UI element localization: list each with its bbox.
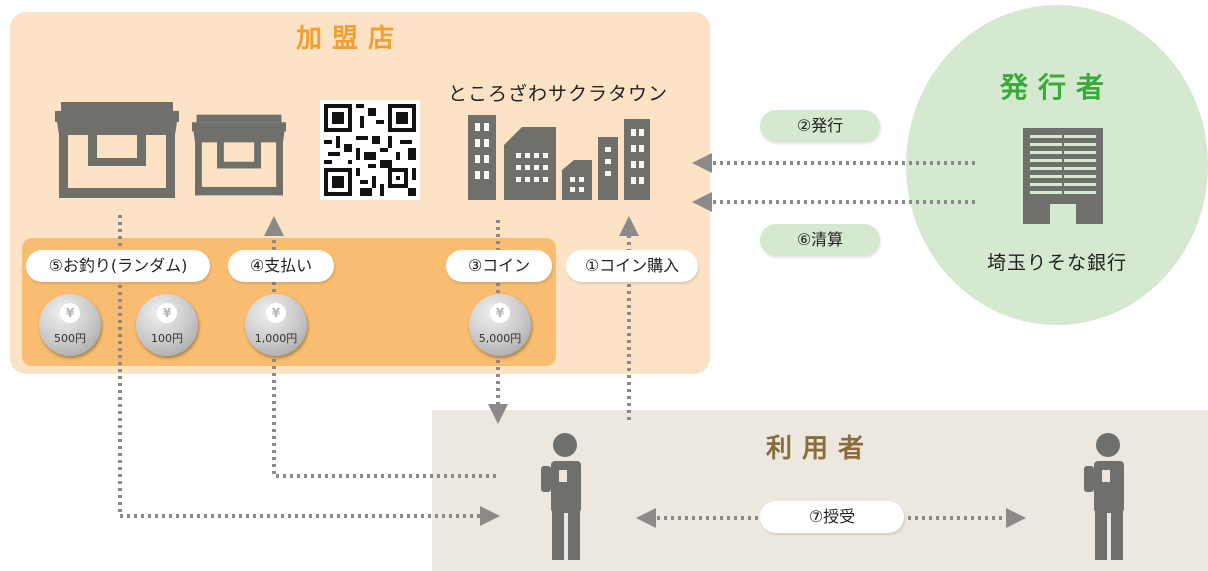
yen-icon: ¥: [490, 303, 510, 323]
coin-amount: 500円: [54, 332, 86, 345]
storefront-icon: [55, 102, 179, 198]
step-issue-label: ②発行: [760, 110, 880, 142]
step-settlement-label: ⑥清算: [760, 224, 880, 256]
coin-1000: ¥ 1,000円: [245, 294, 307, 356]
users-title: 利用者: [765, 434, 874, 464]
person-with-phone-icon: [1084, 433, 1124, 560]
storefront-icon: [192, 114, 286, 196]
yen-icon: ¥: [266, 303, 286, 323]
coin-500: ¥ 500円: [39, 294, 101, 356]
office-building-icon: [1023, 128, 1103, 224]
step-coin-label: ③コイン: [446, 250, 552, 282]
qr-code-icon: [320, 100, 420, 200]
person-with-phone-icon: [541, 433, 581, 560]
step-change-label: ⑤お釣り(ランダム): [26, 250, 210, 282]
city-buildings-icon: [468, 115, 650, 200]
coin-amount: 1,000円: [254, 332, 298, 345]
issuer-title: 発行者: [999, 71, 1114, 104]
coin-amount: 100円: [151, 332, 183, 345]
step-transfer-label: ⑦授受: [760, 501, 904, 533]
yen-icon: ¥: [157, 303, 177, 323]
coin-5000: ¥ 5,000円: [469, 294, 531, 356]
yen-icon: ¥: [60, 303, 80, 323]
step-payment-label: ④支払い: [228, 250, 334, 282]
step-purchase-label: ①コイン購入: [566, 250, 698, 282]
shop-name: ところざわサクラタウン: [448, 83, 669, 105]
coin-100: ¥ 100円: [136, 294, 198, 356]
bank-name: 埼玉りそな銀行: [986, 252, 1127, 274]
merchant-title: 加盟店: [295, 24, 404, 54]
change-arrow: [118, 215, 500, 526]
coin-amount: 5,000円: [478, 332, 522, 345]
